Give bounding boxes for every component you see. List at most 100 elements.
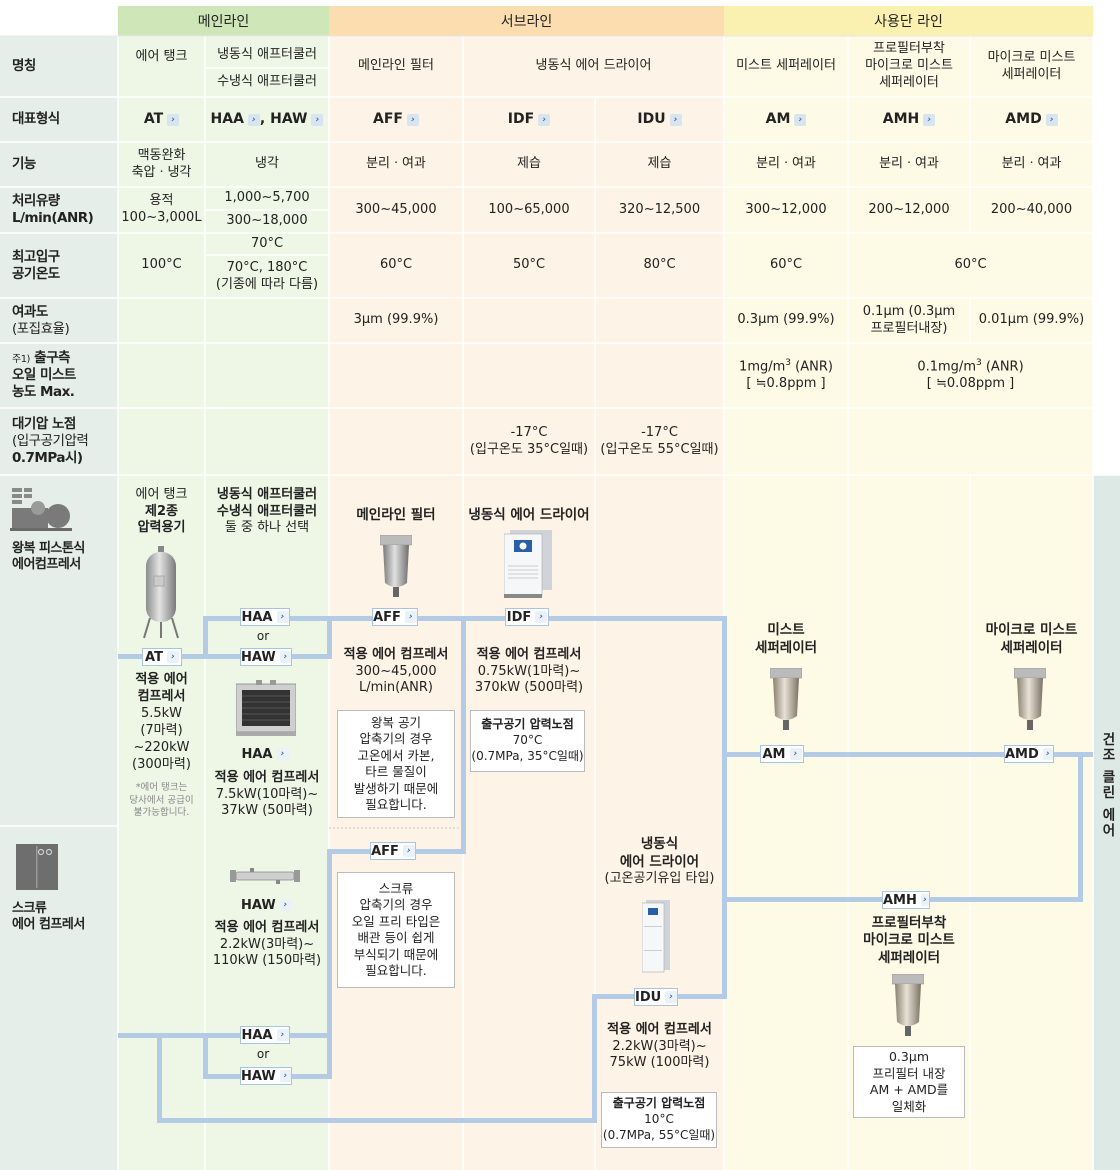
chevron-right-icon: › [276,748,289,760]
tag-aff-lower[interactable]: AFF› [370,842,416,860]
name-am: 미스트 세퍼레이터 [736,58,836,74]
aff-filter-image [380,535,412,597]
function-am: 분리ㆍ여과 [756,156,816,172]
tag-haw-image[interactable]: HAW› [240,896,292,914]
idf-dryer-image [504,530,552,598]
clean-air-label: 건조 클린 에어 [1099,731,1115,839]
idu-dryer-image [642,900,670,973]
tag-idf[interactable]: IDF› [505,608,549,626]
chevron-right-icon: › [1042,748,1053,760]
oil-amh-amd: 0.1mg/m3 (ANR)[ ≒0.08ppm ] [917,357,1024,392]
temp-idu: 80°C [643,257,676,273]
temp-aff: 60°C [379,257,413,273]
temp-at: 100°C [141,257,182,273]
pipe [118,1033,332,1038]
tag-haa-lower[interactable]: HAA› [240,1026,290,1044]
name-haw: 수냉식 애프터쿨러 [217,74,317,90]
subline-header: 서브라인 [500,13,553,30]
pipe [157,1033,162,1123]
piston-compressor-icon [10,488,72,531]
function-idu: 제습 [647,156,672,172]
flow-am: 300~12,000 [745,201,827,217]
pipe [327,616,332,659]
model-idu-link[interactable]: IDU› [595,97,724,142]
mainline-header: 메인라인 [197,13,250,30]
amh-separator-image [892,974,924,1036]
pipe [592,994,597,1123]
chevron-right-icon: › [276,1029,289,1041]
tag-idu[interactable]: IDU› [634,988,678,1006]
function-amd: 분리ㆍ여과 [1001,156,1062,172]
chevron-right-icon: › [669,113,682,126]
model-amh-link[interactable]: AMH› [848,97,970,142]
tag-aff-top[interactable]: AFF› [372,608,418,626]
haa-cooler-image [236,680,296,736]
flow-idu: 320~12,500 [618,201,701,217]
pipe [203,616,208,659]
clean-air-bar-bg [1093,475,1120,1170]
model-at-link[interactable]: AT› [118,97,205,142]
model-idf-link[interactable]: IDF› [463,97,595,142]
pipe [722,752,1093,757]
dew-idu: -17°C(입구온도 55°C일때) [600,424,719,457]
chevron-right-icon: › [279,899,291,911]
chevron-right-icon: › [789,748,802,760]
chevron-right-icon: › [665,991,677,1003]
name-haa: 냉동식 애프터쿨러 [217,46,317,62]
filtration-aff: 3μm (99.9%) [353,312,439,328]
chevron-right-icon: › [404,611,417,623]
name-idf-idu: 냉동식 에어 드라이어 [535,58,652,74]
chevron-right-icon: › [923,113,936,126]
flow-amh: 200~12,000 [868,201,950,217]
temp-haa: 70°C [250,235,284,251]
oil-am: 1mg/m3 (ANR)[ ≒0.8ppm ] [739,357,833,392]
tag-haw-lower[interactable]: HAW› [240,1067,292,1085]
name-at: 에어 탱크 [135,48,188,64]
chevron-right-icon: › [279,1070,291,1082]
tag-am[interactable]: AM› [760,745,804,763]
temp-amh-amd: 60°C [954,257,987,273]
filtration-amd: 0.01μm (99.9%) [978,312,1085,328]
tag-amh[interactable]: AMH› [882,891,930,909]
model-aff-link[interactable]: AFF› [329,97,463,142]
pipe [327,849,332,1079]
chevron-right-icon: › [538,113,551,126]
model-haa-haw-links[interactable]: HAA›, HAW› [205,97,329,142]
filtration-am: 0.3μm (99.9%) [737,312,835,328]
dew-idf: -17°C(입구온도 35°C일때) [469,424,589,457]
tag-haw-top[interactable]: HAW› [240,648,292,666]
model-am-link[interactable]: AM› [724,97,848,142]
chevron-right-icon: › [247,113,260,126]
am-separator-image [770,668,802,730]
pipe [461,616,466,854]
row-label-function: 기능 [12,156,36,173]
dryer-title: 냉동식 에어 드라이어 [468,507,590,524]
chevron-right-icon: › [311,113,324,126]
tag-haa-top[interactable]: HAA› [240,608,290,626]
function-ha: 냉각 [255,156,279,172]
chevron-right-icon: › [402,845,415,857]
label-column-bg [0,36,118,1170]
useline-header-bg [724,6,1093,36]
tag-at[interactable]: AT› [142,648,182,666]
function-amh: 분리ㆍ여과 [879,156,939,172]
tag-haa-image[interactable]: HAA› [240,745,290,763]
model-amd-link[interactable]: AMD› [970,97,1093,142]
tag-amd[interactable]: AMD› [1004,745,1054,763]
